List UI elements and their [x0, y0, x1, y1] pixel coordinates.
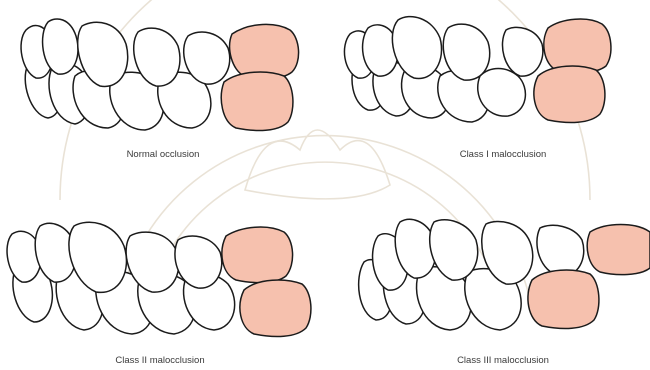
upper-first-molar	[544, 19, 611, 73]
panel-class-i-malocclusion	[344, 17, 610, 123]
caption-class-iii-malocclusion: Class III malocclusion	[457, 355, 549, 366]
upper-first-molar	[222, 227, 293, 283]
lower-first-molar	[534, 66, 605, 122]
caption-class-i-malocclusion: Class I malocclusion	[460, 149, 547, 160]
caption-class-ii-malocclusion: Class II malocclusion	[115, 355, 204, 366]
lower-first-molar	[528, 270, 599, 328]
caption-normal-occlusion: Normal occlusion	[127, 149, 200, 160]
upper-first-molar	[230, 24, 299, 78]
lower-first-molar	[221, 72, 293, 130]
lower-first-molar	[240, 280, 311, 336]
panel-class-ii-malocclusion	[7, 222, 311, 336]
upper-tooth	[537, 225, 584, 276]
upper-tooth	[502, 27, 542, 76]
panel-class-iii-malocclusion	[359, 219, 650, 330]
upper-first-molar	[587, 225, 650, 275]
panel-normal-occlusion	[21, 19, 299, 131]
